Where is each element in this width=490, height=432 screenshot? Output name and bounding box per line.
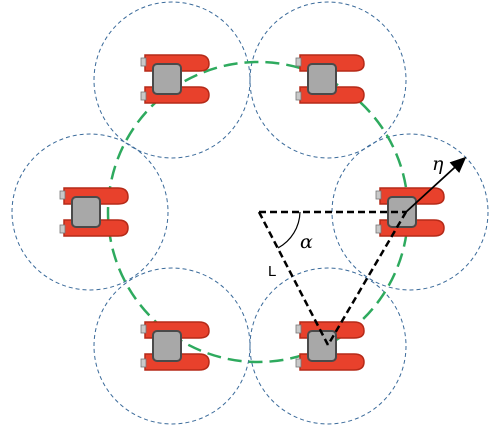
- range-circle-left: [11, 133, 169, 291]
- eta-arrow: [405, 156, 467, 213]
- length-label: L: [268, 263, 276, 280]
- robot-bottom-left: [140, 321, 210, 371]
- robot-left: [59, 187, 129, 237]
- range-circle-bottom-left: [93, 267, 251, 425]
- robot-top-left: [140, 54, 210, 104]
- range-circle-top-right: [249, 1, 407, 159]
- alpha-arc: [277, 211, 301, 249]
- guide-lines: [257, 210, 408, 346]
- eta-label: η: [432, 153, 444, 175]
- robot-bottom-right: [295, 321, 365, 371]
- range-circles: [11, 1, 489, 425]
- range-circle-right: [331, 133, 489, 291]
- robot-top-right: [295, 54, 365, 104]
- range-circle-bottom-right: [249, 267, 407, 425]
- range-circle-top-left: [93, 1, 251, 159]
- alpha-label: α: [300, 231, 313, 253]
- line-center-to-bottom: [257, 211, 330, 346]
- line-right-to-bottom: [326, 211, 408, 346]
